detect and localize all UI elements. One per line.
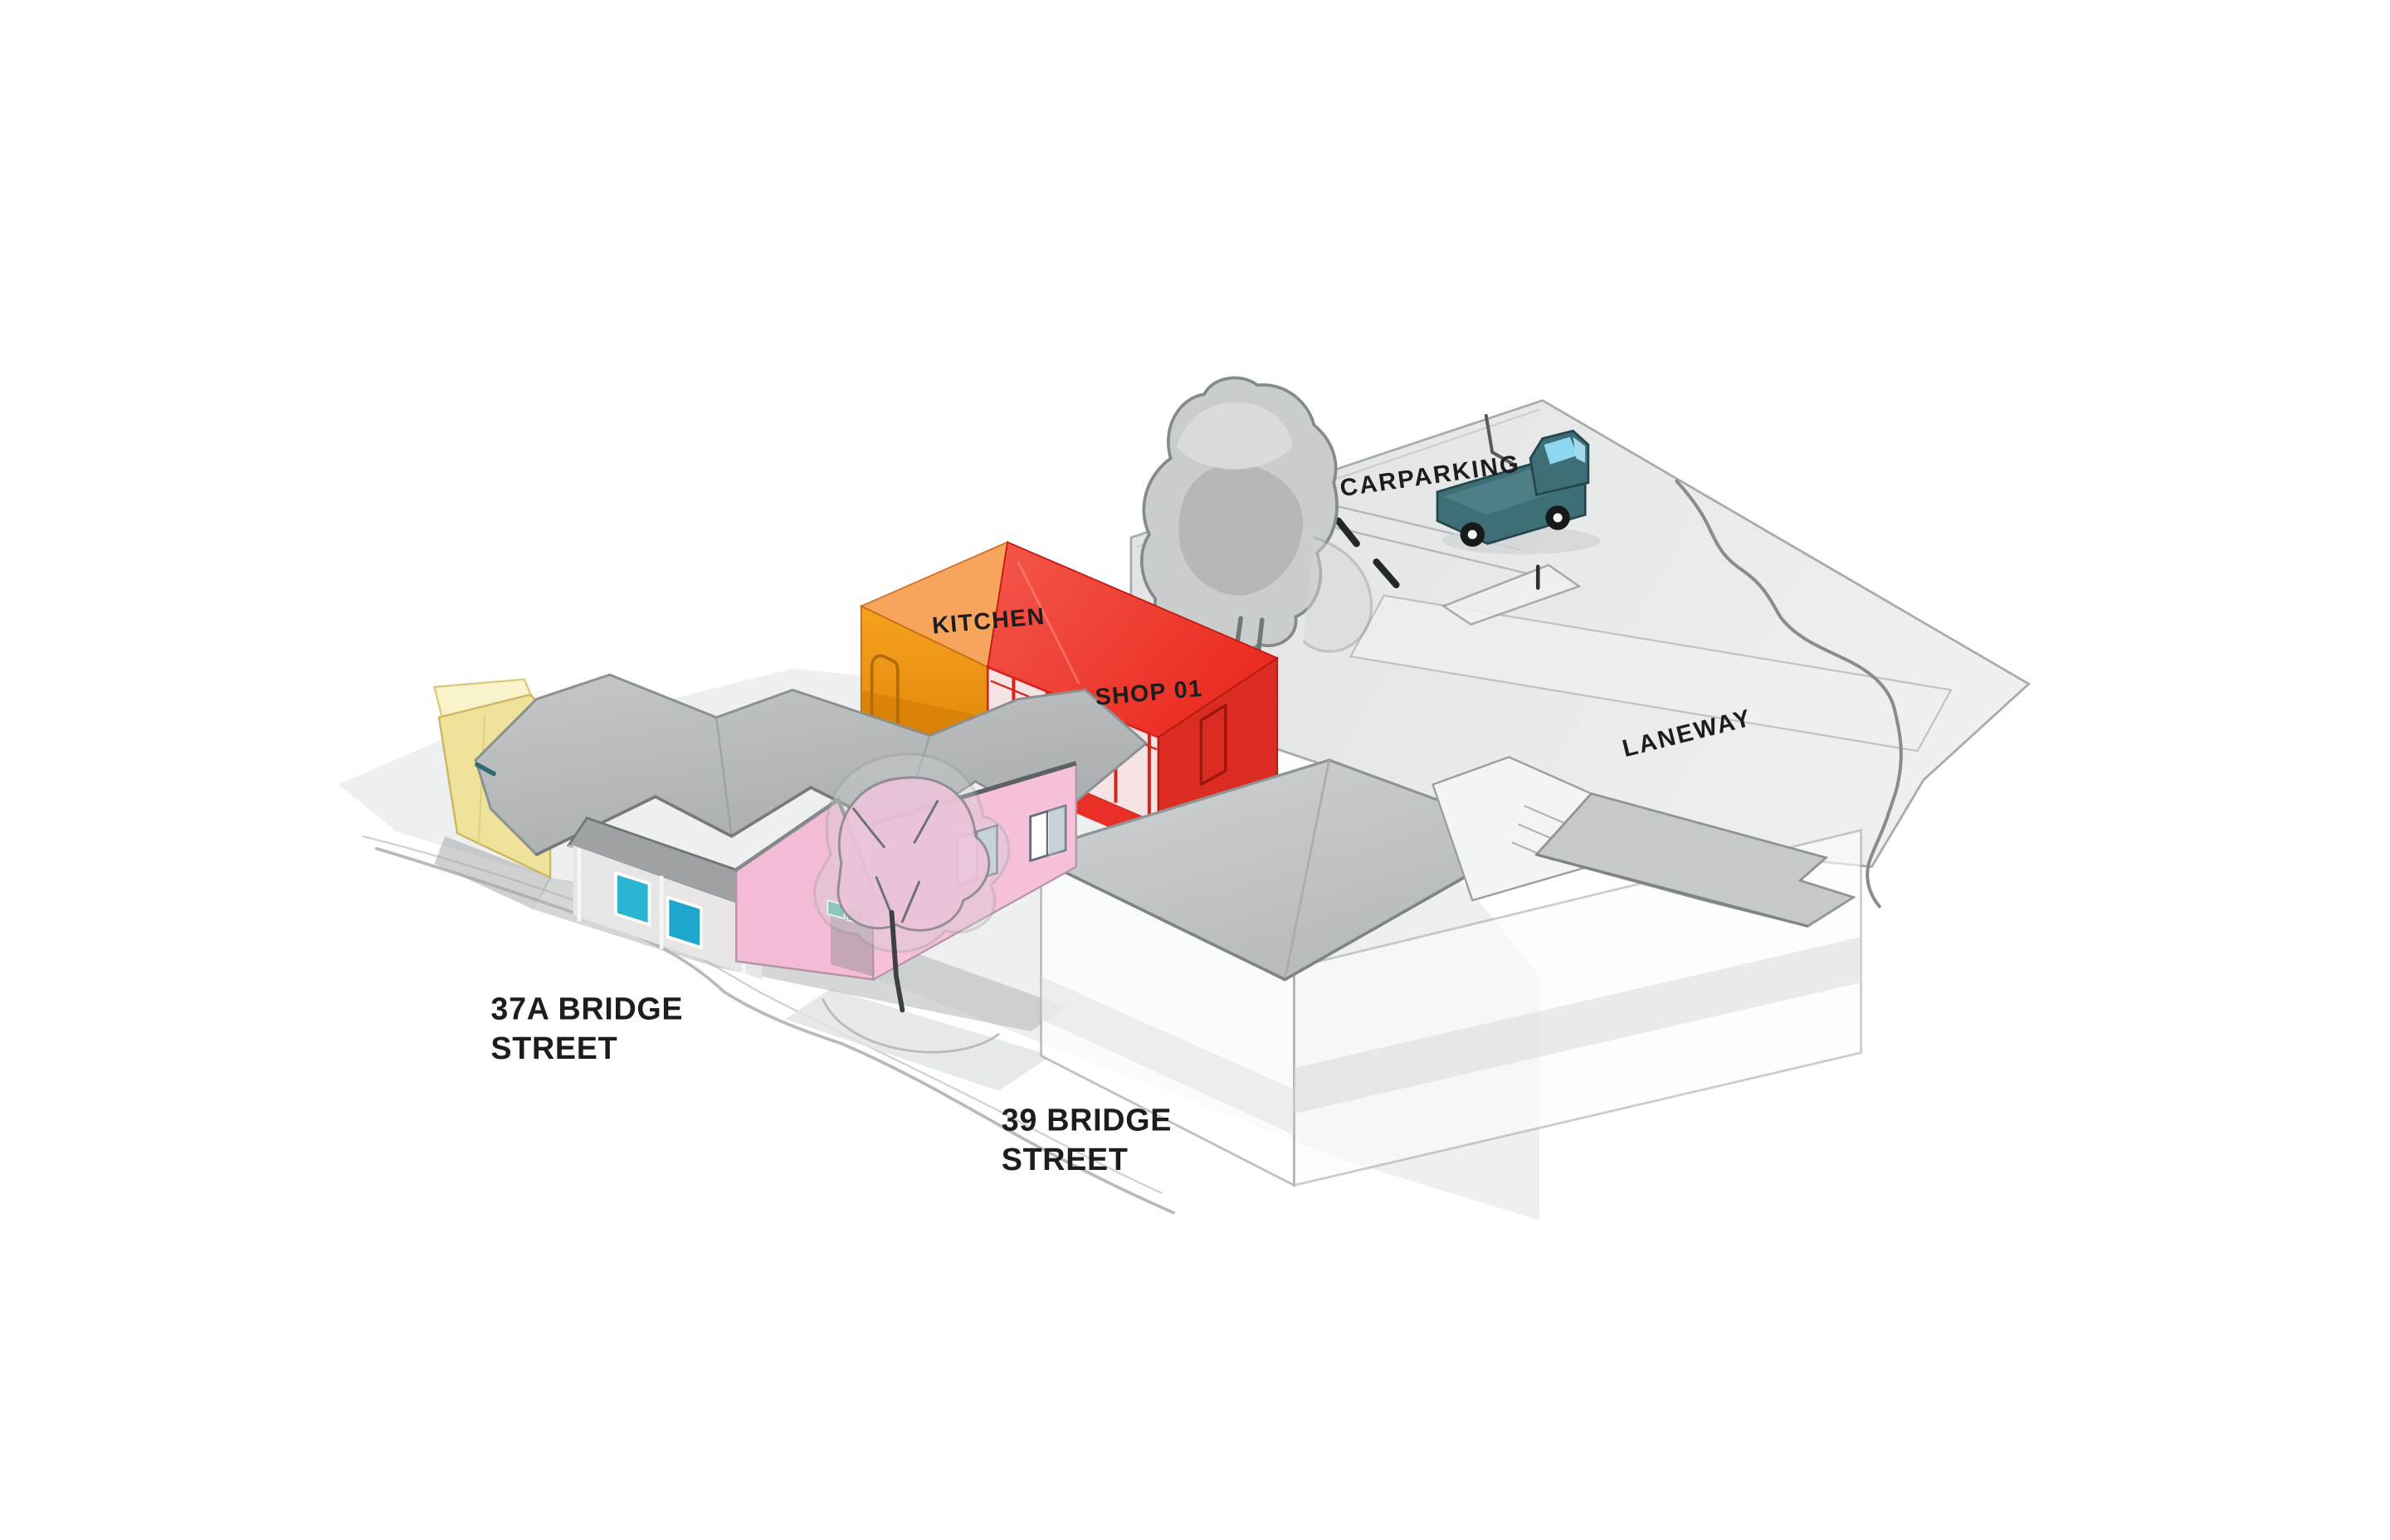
veranda-window-1	[614, 870, 651, 927]
front-tree-icon	[812, 753, 1011, 1054]
address-37a-line1: 37A BRIDGE	[490, 991, 683, 1026]
address-label-39: 39 BRIDGE STREET	[1002, 1102, 1172, 1177]
front-tree-branches	[852, 800, 939, 924]
driveway-crossover	[784, 988, 1052, 1091]
building-shadow-left	[434, 836, 552, 910]
truck-side-window	[1573, 436, 1586, 463]
ghost-wing-eave-shadow	[1536, 853, 1808, 928]
truck-wheel-front-hub	[1553, 513, 1563, 523]
address-39-line1: 39 BRIDGE	[1002, 1102, 1172, 1137]
truck-windshield	[1544, 436, 1578, 465]
shop-side-door	[1199, 704, 1227, 787]
address-39-line2: STREET	[1002, 1142, 1129, 1177]
front-tree-canopy	[836, 776, 991, 932]
building-39-ghost	[1022, 756, 1863, 1187]
kitchen-door	[870, 654, 900, 736]
address-label-37a: 37A BRIDGE STREET	[490, 991, 683, 1065]
address-37a-line2: STREET	[490, 1031, 617, 1065]
rear-bush-sketch	[1302, 536, 1373, 653]
site-boundary-sketch-line	[1675, 479, 1903, 909]
front-tree-trunk	[889, 909, 905, 1013]
ghost-floor-slab-left	[1041, 976, 1295, 1135]
parking-bay-outline	[1441, 563, 1582, 626]
ghost-floor-slab-right	[1294, 937, 1861, 1114]
rear-tree-canopy-shade	[1178, 463, 1304, 596]
rear-tree-icon	[1140, 376, 1373, 665]
veranda-window-2	[666, 894, 703, 950]
truck-wheel-rear-hub	[1467, 529, 1477, 539]
ghost-roof-hip-line	[1284, 759, 1330, 980]
gutter-teal-notch	[475, 762, 496, 777]
parking-divider-mark-2	[1373, 558, 1400, 588]
shop-roof-ridge	[1017, 561, 1080, 685]
house-window-2	[1029, 804, 1067, 863]
pickup-truck-icon	[1436, 429, 1601, 555]
ghost-roof-eave-shadow	[1024, 835, 1539, 982]
parking-divider-mark-1	[1334, 517, 1360, 548]
rear-tree-canopy-light	[1176, 402, 1293, 470]
roof-fold-1	[715, 717, 733, 837]
front-tree-ground-sketch	[822, 998, 1000, 1054]
